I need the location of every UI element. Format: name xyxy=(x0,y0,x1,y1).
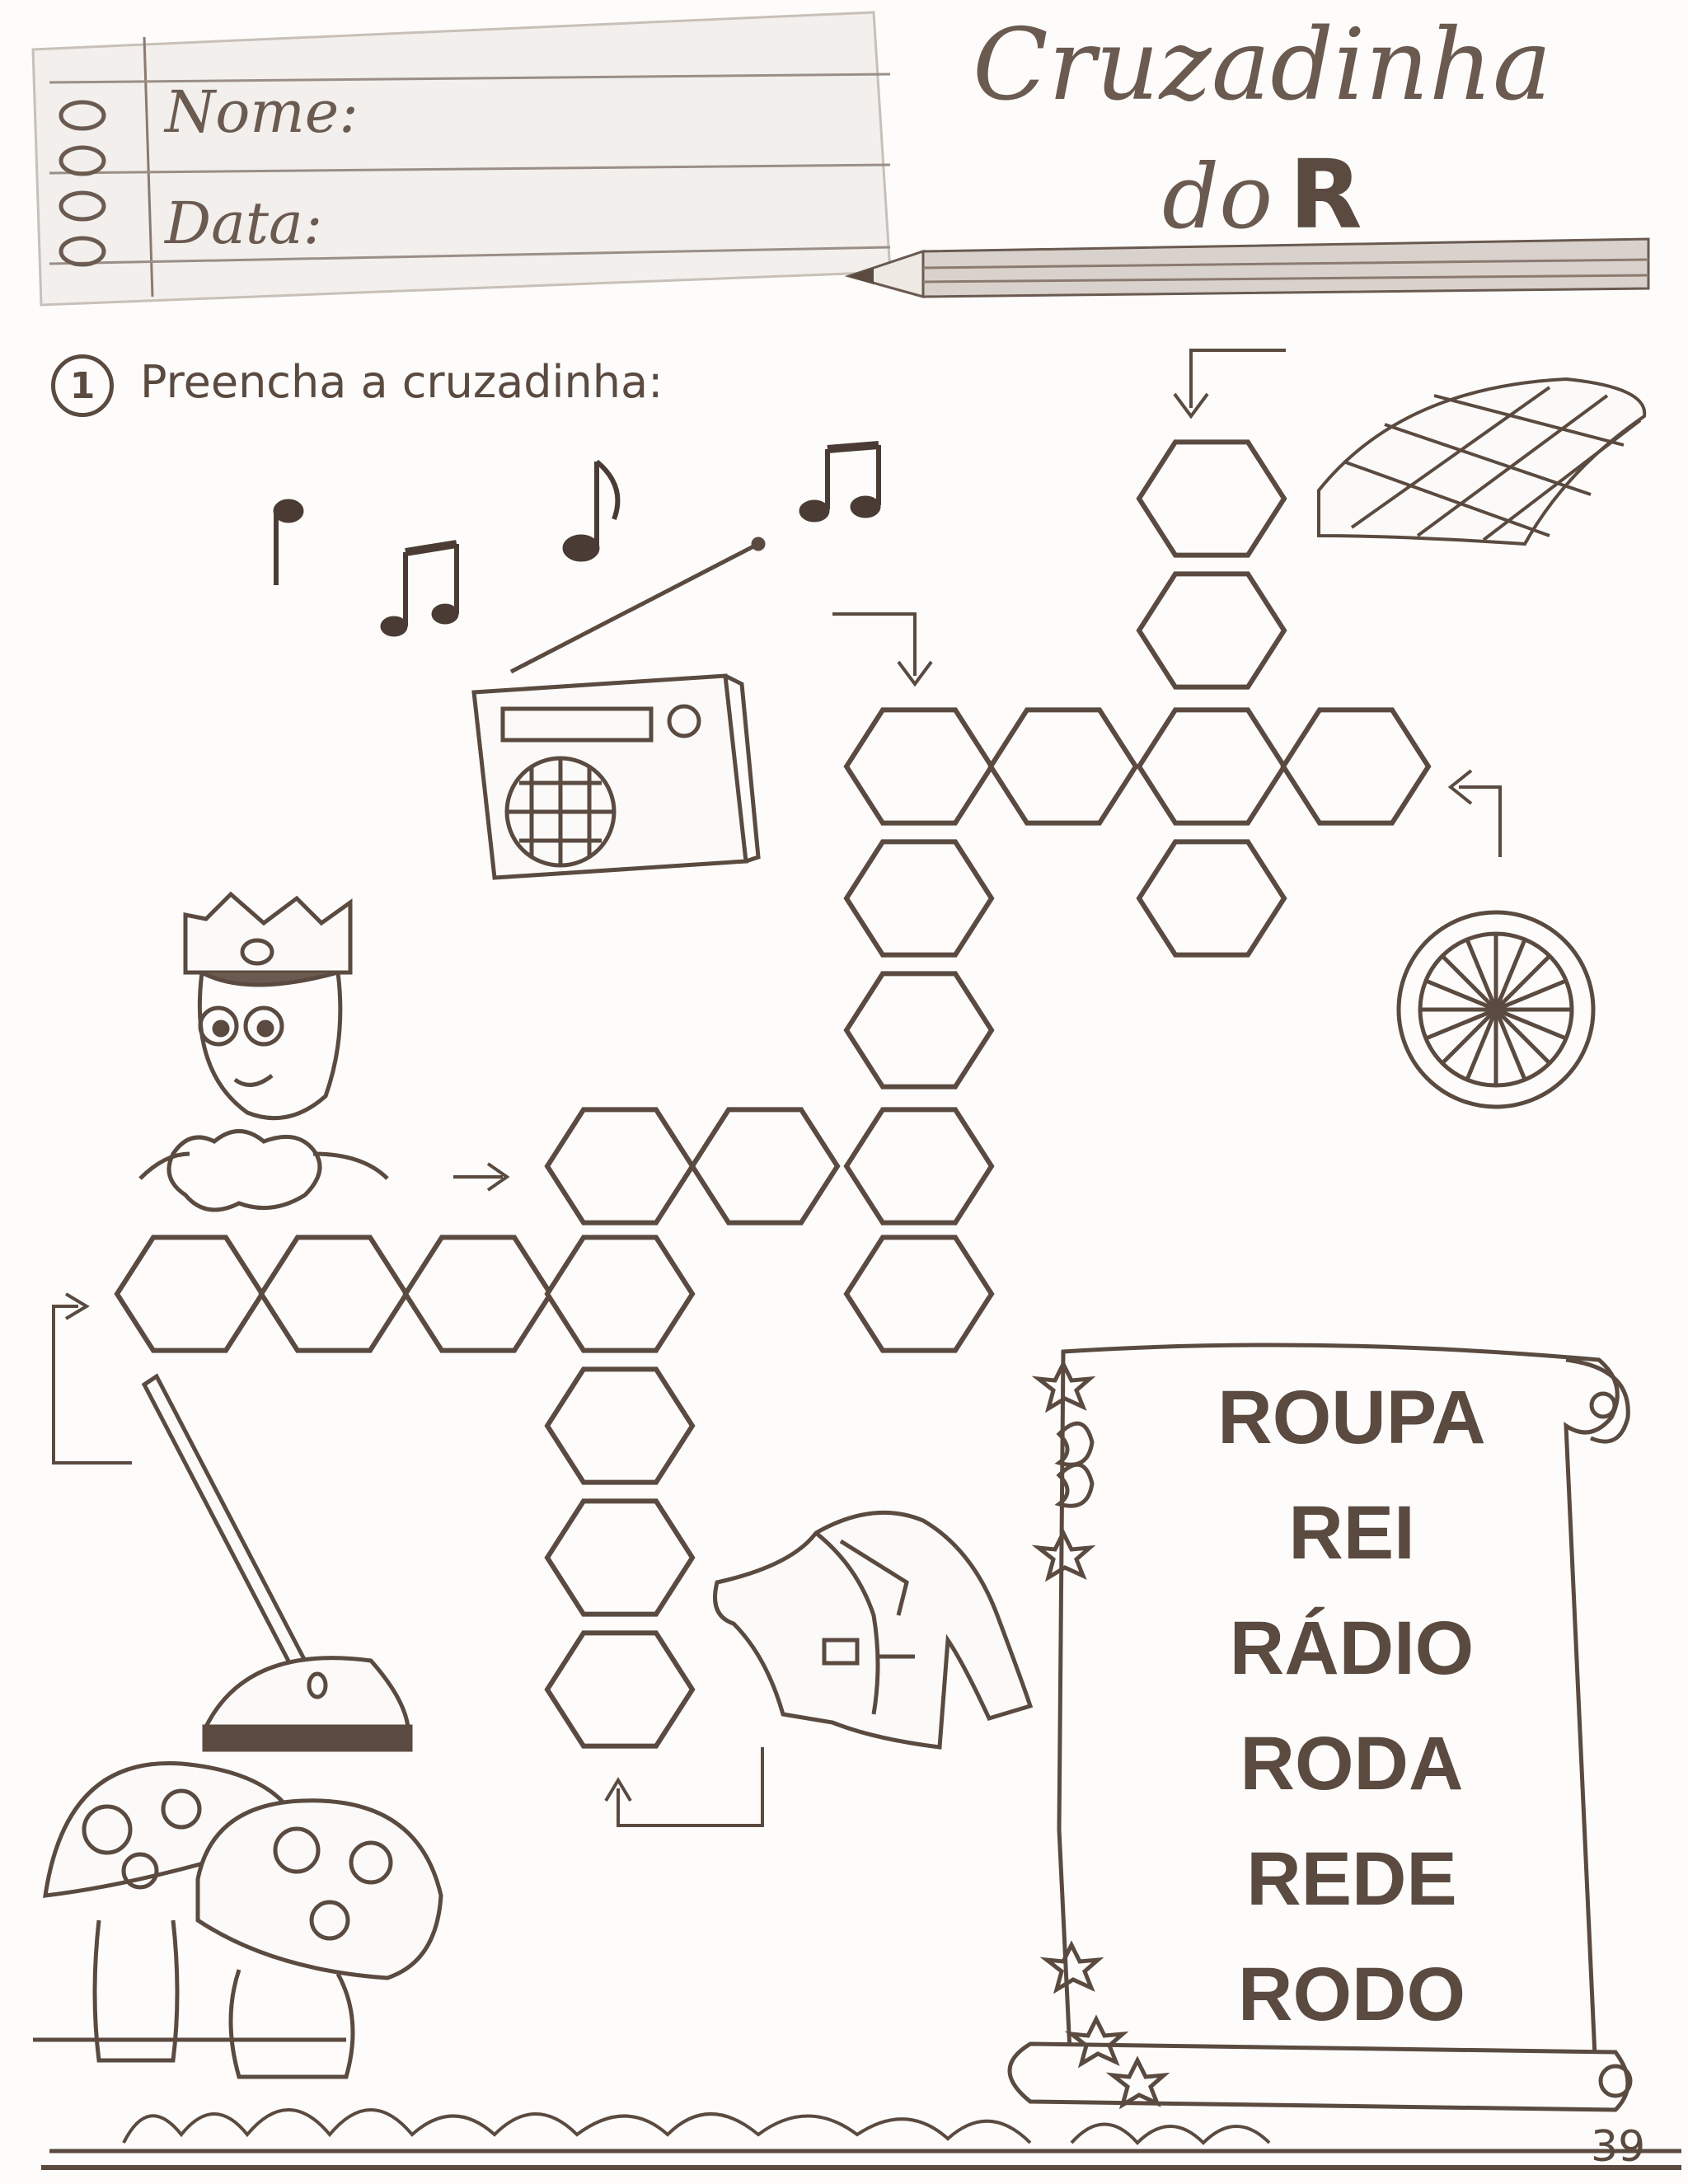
crossword-cell[interactable] xyxy=(1136,439,1287,558)
date-field-label: Data: xyxy=(165,190,323,257)
music-notes-icon xyxy=(273,441,881,637)
page-number: 39 xyxy=(1591,2122,1646,2172)
arrow-right-icon xyxy=(453,1162,510,1192)
crossword-cell[interactable] xyxy=(544,1107,696,1226)
crossword-cell[interactable] xyxy=(114,1235,265,1353)
mushrooms-icon xyxy=(33,1760,443,2079)
crossword-cell[interactable] xyxy=(544,1498,696,1617)
bushes-icon xyxy=(41,2108,1681,2170)
squeegee-icon xyxy=(141,1373,413,1752)
crossword-cell[interactable] xyxy=(544,1366,696,1485)
page-subtitle-text: do xyxy=(1162,146,1273,249)
crossword-cell[interactable] xyxy=(843,1107,995,1226)
crossword-cell[interactable] xyxy=(258,1235,410,1353)
arrow-up-left-icon xyxy=(604,1747,764,1827)
arrow-right-up-icon xyxy=(52,1292,132,1465)
crossword-cell[interactable] xyxy=(843,1235,995,1353)
direction-arrows xyxy=(52,349,1502,1827)
exercise-number-badge: 1 xyxy=(51,354,114,417)
arrow-down-left-icon xyxy=(1173,349,1286,419)
word-bank-item: RODA xyxy=(1240,1722,1464,1806)
crossword-cell[interactable] xyxy=(544,1235,696,1353)
wheel-icon xyxy=(1396,910,1596,1109)
title-letter: R xyxy=(1289,140,1362,251)
name-field-label: Nome: xyxy=(165,78,359,146)
spiral-binding-icon xyxy=(59,100,106,267)
arrow-down-right-icon xyxy=(832,612,933,687)
word-bank-item: REDE xyxy=(1246,1837,1457,1921)
crossword-grid[interactable] xyxy=(114,439,1432,1749)
crossword-cell[interactable] xyxy=(1136,839,1287,958)
crossword-cell[interactable] xyxy=(689,1107,841,1226)
hammock-net-icon xyxy=(1317,377,1647,546)
crossword-cell[interactable] xyxy=(1136,571,1287,690)
crossword-cell[interactable] xyxy=(1280,707,1432,826)
crossword-cell[interactable] xyxy=(843,707,995,826)
crossword-cell[interactable] xyxy=(1136,707,1287,826)
word-bank: ROUPA REI RÁDIO RODA REDE RODO xyxy=(1104,1360,1599,2052)
crossword-cell[interactable] xyxy=(987,707,1139,826)
arrow-left-up-icon xyxy=(1447,769,1502,857)
word-bank-item: RODO xyxy=(1238,1952,1465,2036)
page-title: Cruzadinha xyxy=(973,8,1552,123)
king-icon xyxy=(138,891,389,1212)
crossword-cell[interactable] xyxy=(402,1235,554,1353)
jacket-icon xyxy=(713,1510,1034,1750)
scroll-banner xyxy=(1007,1343,1633,2112)
word-bank-item: REI xyxy=(1288,1491,1415,1575)
pencil-icon xyxy=(844,237,1650,298)
word-bank-item: RÁDIO xyxy=(1229,1606,1475,1690)
crossword-cell[interactable] xyxy=(843,839,995,958)
radio-icon xyxy=(471,537,766,880)
word-bank-item: ROUPA xyxy=(1217,1376,1486,1460)
notebook-paper-header xyxy=(31,11,892,307)
exercise-instruction: Preencha a cruzadinha: xyxy=(140,356,663,408)
crossword-cell[interactable] xyxy=(843,971,995,1090)
crossword-cell[interactable] xyxy=(544,1630,696,1749)
